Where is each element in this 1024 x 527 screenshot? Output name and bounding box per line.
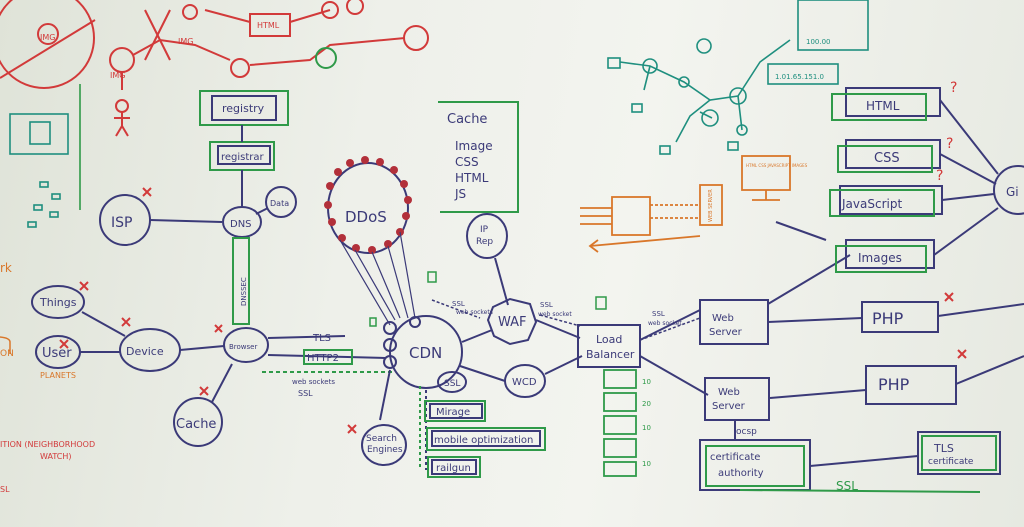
cache-node: Cache	[176, 417, 216, 432]
network-label: rk	[0, 261, 12, 275]
certificate-authority-label-1: certificate	[710, 452, 760, 463]
certificate-authority-label-2: authority	[718, 468, 764, 479]
load-balancer-label-1: Load	[596, 333, 622, 346]
cache-item-js: JS	[454, 187, 466, 201]
cache-item-image: Image	[455, 139, 493, 153]
waf-node: WAF	[498, 315, 527, 330]
cdn-ssl-label: SSL	[444, 379, 460, 389]
load-balancer-label-2: Balancer	[586, 348, 635, 361]
ssl-tags	[370, 272, 700, 340]
tls-certificate-label-2: certificate	[928, 457, 974, 467]
http2-link-label: HTTP2	[307, 353, 339, 364]
browser-node: Browser	[229, 343, 257, 351]
teal-left-icons	[10, 84, 80, 227]
ocsp-label: ocsp	[736, 427, 757, 437]
dns-column	[200, 91, 395, 372]
ip-rep-label-2: Rep	[476, 237, 493, 247]
registry-box: registry	[222, 102, 265, 115]
ssl-tag-b: web sockets	[456, 309, 493, 316]
railgun-box: railgun	[436, 463, 471, 474]
ssl-tag-a: SSL	[452, 300, 465, 308]
ddos-label: DDoS	[345, 208, 387, 226]
web-server-2-label-1: Web	[718, 387, 740, 398]
on-label: ON	[0, 349, 14, 359]
images-box: Images	[858, 251, 902, 265]
web-server-2-label-2: Server	[712, 401, 746, 412]
ssl-tag-d: web socket	[538, 311, 572, 318]
tls-certificate-label-1: TLS	[933, 442, 954, 455]
php-box-1: PHP	[872, 309, 904, 328]
red-image-diagram	[0, 0, 428, 136]
teal-network	[608, 0, 868, 154]
svg-text:?: ?	[946, 136, 953, 152]
things-node: Things	[39, 296, 77, 309]
search-engines-label-2: Engines	[367, 445, 403, 455]
web-server-1-label-2: Server	[709, 327, 743, 338]
cache-item-css: CSS	[455, 155, 479, 169]
frontend-stack	[776, 88, 1024, 272]
left-network	[32, 195, 232, 446]
orange-webserver-label: WEB SERVER	[708, 189, 714, 222]
ip-rep-label-1: IP	[480, 225, 489, 235]
data-node: Data	[270, 199, 289, 208]
html-label-red: HTML	[257, 21, 280, 30]
javascript-box: JavaScript	[841, 197, 902, 211]
meter-stack	[604, 370, 636, 476]
ddos-cloud	[324, 156, 415, 325]
mirage-box: Mirage	[436, 407, 470, 418]
web-server-1-label-1: Web	[712, 313, 734, 324]
meter-2: 20	[642, 400, 651, 408]
meter-3: 10	[642, 424, 651, 432]
dnssec-label: DNSSEC	[240, 277, 248, 306]
css-box: CSS	[874, 151, 900, 166]
ssl-left-label: SL	[0, 485, 10, 494]
isp-node: ISP	[111, 215, 132, 231]
ssl-bottom-label: SSL	[836, 479, 858, 493]
dns-node: DNS	[230, 219, 252, 230]
meter-1: 10	[642, 378, 651, 386]
device-node: Device	[126, 345, 164, 358]
cache-box-title: Cache	[447, 112, 487, 127]
html-box: HTML	[866, 99, 900, 113]
red-x-marks	[60, 188, 966, 433]
cdn-label: CDN	[409, 344, 442, 362]
cache-item-html: HTML	[455, 171, 489, 185]
search-engines-label-1: Search	[366, 434, 397, 444]
img-label-1: IMG	[40, 33, 55, 42]
mobile-optimization-box: mobile optimization	[434, 435, 533, 446]
img-label-2: IMG	[110, 71, 125, 80]
websockets-link-label: web sockets	[292, 378, 335, 386]
orange-web-diagram	[580, 156, 790, 252]
watch-label: WATCH)	[40, 452, 71, 461]
planets-label: PLANETS	[40, 371, 76, 380]
svg-text:?: ?	[936, 168, 943, 184]
wcd-node: WCD	[512, 377, 537, 388]
registrar-box: registrar	[221, 152, 265, 163]
img-label-3: IMG	[178, 37, 193, 46]
ssl-tag-e: SSL	[652, 310, 665, 318]
tls-link-label: TLS	[312, 333, 331, 344]
ssl-link-label: SSL	[298, 389, 313, 398]
teal-ip-label: 1.01.65.151.0	[775, 73, 824, 81]
svg-text:?: ?	[950, 80, 957, 96]
ssl-tag-c: SSL	[540, 301, 553, 309]
monitor-label: HTML CSS JAVASCRIPT IMAGES	[746, 163, 808, 168]
git-node: Gi	[1006, 185, 1019, 199]
php-box-2: PHP	[878, 375, 910, 394]
teal-ip-2: 100.00	[806, 38, 831, 46]
meter-4: 10	[642, 460, 651, 468]
neighborhood-watch-label: ITION (NEIGHBORHOOD	[0, 440, 95, 449]
